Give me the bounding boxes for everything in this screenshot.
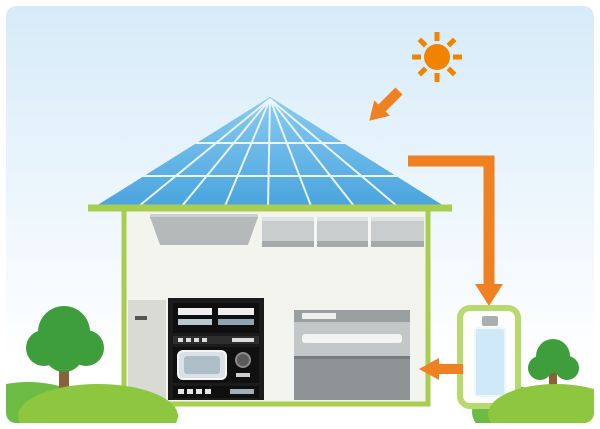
upper-cabinets	[262, 217, 424, 247]
sun-core	[424, 44, 450, 70]
tree-left-trunk	[59, 352, 69, 406]
storage-battery	[457, 305, 521, 409]
house	[121, 203, 431, 407]
dishwasher	[294, 310, 410, 400]
power-arrow-roof-to-battery	[408, 155, 503, 306]
cabinet-handle	[135, 316, 147, 320]
oven-knob	[235, 352, 251, 368]
solar-roof	[88, 97, 452, 212]
tree-right	[528, 339, 579, 404]
battery-cell	[474, 327, 506, 397]
appliance-stack	[168, 298, 264, 400]
range-hood	[150, 214, 258, 245]
microwave-oven	[173, 347, 259, 383]
power-arrow-battery-to-appliance	[419, 358, 463, 380]
tree-left	[26, 306, 104, 406]
sunlight-arrow-icon	[369, 87, 403, 121]
battery-terminal	[482, 316, 498, 326]
bush-left-front	[18, 384, 178, 423]
sun-icon	[412, 32, 462, 82]
tree-left-canopy	[26, 306, 104, 372]
sun-rays	[412, 32, 462, 82]
tree-right-canopy	[528, 339, 579, 380]
dishwasher-handle	[302, 334, 402, 343]
bush-right-front	[488, 384, 594, 423]
kitchen-cabinet	[128, 300, 166, 400]
